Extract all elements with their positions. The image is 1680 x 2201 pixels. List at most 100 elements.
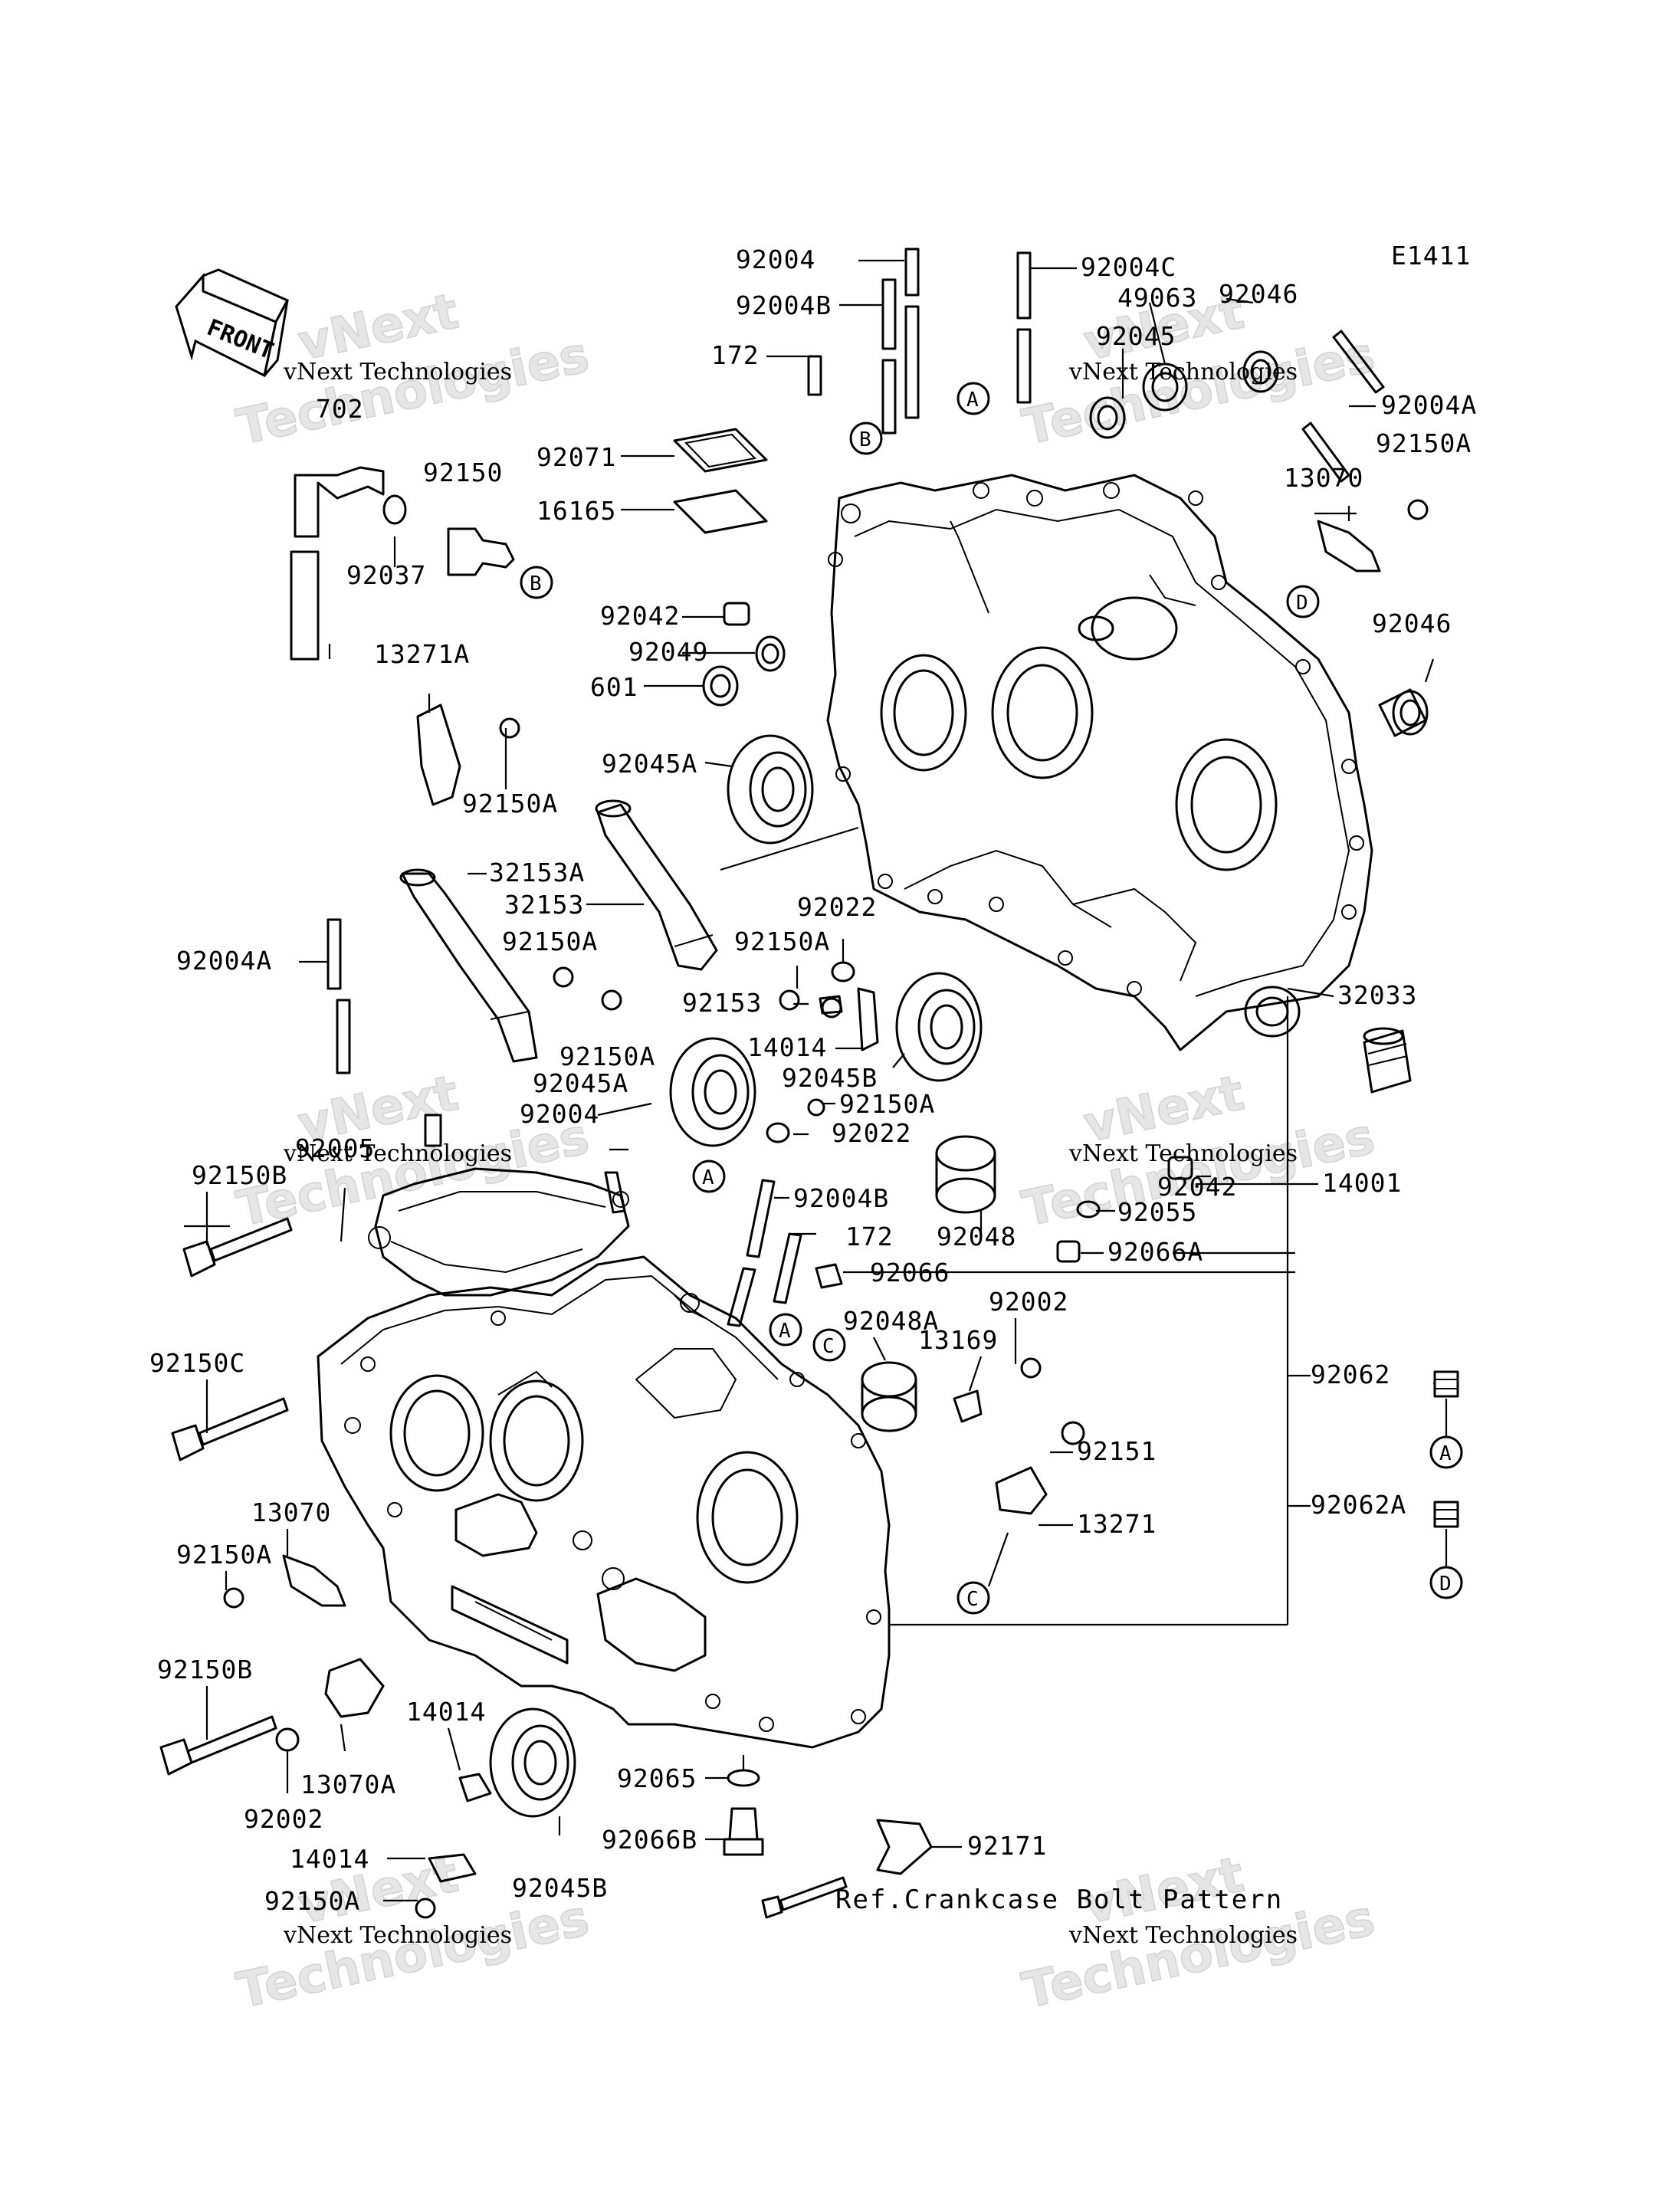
part-label: 49063 — [1117, 283, 1197, 313]
part-label: 92046 — [1219, 279, 1298, 309]
part-label: 92048 — [937, 1222, 1016, 1251]
part-label: 92004A — [1381, 390, 1477, 420]
plug-92062A — [1433, 1501, 1459, 1528]
plate-13070A — [324, 1658, 385, 1718]
part-label: 92045A — [533, 1068, 628, 1098]
bolt-92150 — [447, 527, 515, 576]
part-label: 172 — [711, 340, 760, 370]
watermark-group-bottom-right: Technologies vNext vNext Technologies — [1017, 1846, 1380, 2021]
bracket-13070-right — [1317, 520, 1381, 572]
callout-C-lower: C — [812, 1328, 846, 1362]
part-label: 92045 — [1096, 321, 1176, 351]
clip-92037 — [382, 494, 407, 525]
part-label: 13271 — [1077, 1509, 1157, 1539]
plate-14014 — [428, 987, 879, 1883]
callout-C-right: C — [956, 1581, 990, 1615]
part-label: 92004B — [793, 1183, 889, 1213]
stud-92004-mid — [604, 1171, 626, 1214]
part-label: 92171 — [967, 1831, 1047, 1861]
watermark-company: vNext Technologies — [1068, 1140, 1298, 1167]
bolt-92150C — [171, 1397, 289, 1461]
part-label: 92022 — [832, 1118, 911, 1148]
bushing-92048A — [861, 1361, 917, 1432]
diagram-code: E1411 — [1391, 241, 1471, 271]
part-label: 92150B — [157, 1655, 253, 1684]
bearing-92045B-upper — [895, 972, 983, 1082]
part-label: 92005 — [295, 1133, 375, 1163]
part-label: 92150A — [734, 927, 830, 956]
callout-letter: B — [530, 572, 542, 595]
part-label: 92150A — [1376, 428, 1472, 458]
part-label: 92045B — [512, 1873, 608, 1903]
callout-letter: C — [822, 1335, 835, 1358]
bearing-92045A-upper — [727, 734, 814, 845]
stud-92004A-right — [1301, 330, 1385, 483]
drain-plug-92066B — [723, 1807, 764, 1856]
part-label: 92004A — [176, 946, 272, 976]
bolt-92150B-lower — [159, 1715, 277, 1776]
plug-92066A — [1056, 1240, 1081, 1263]
bearing-92045-top — [1089, 396, 1126, 439]
part-label: 92150A — [176, 1540, 272, 1570]
guide-92171 — [876, 1819, 933, 1875]
cover-13271 — [995, 1466, 1048, 1515]
callout-letter: C — [966, 1588, 979, 1611]
part-label: 92042 — [600, 601, 680, 631]
callout-letter: D — [1296, 592, 1308, 615]
bearing-92045B-lower — [489, 1707, 576, 1818]
o-ring-92055 — [1076, 1200, 1101, 1219]
part-label: 92150A — [839, 1089, 935, 1119]
part-label: 14001 — [1322, 1168, 1402, 1198]
part-label: 92150C — [149, 1348, 245, 1378]
oil-pipe-32153A — [399, 868, 538, 1063]
part-label: 32033 — [1337, 980, 1417, 1010]
plug-92062 — [1433, 1370, 1459, 1398]
watermark-company: vNext Technologies — [283, 1922, 512, 1949]
gasket-92071 — [673, 428, 768, 473]
part-label: 92066B — [602, 1825, 697, 1855]
upper-crankcase-half — [826, 474, 1373, 1051]
callout-letter: D — [1439, 1573, 1452, 1596]
part-label: 92066 — [870, 1258, 950, 1287]
callout-B-left: B — [520, 566, 553, 599]
watermark-group-top-right: Technologies vNext vNext Technologies — [1017, 283, 1380, 458]
stud-92004C — [1016, 251, 1032, 404]
part-label: 92150A — [559, 1041, 655, 1071]
part-label: 13070A — [300, 1770, 396, 1799]
part-label: 702 — [316, 394, 364, 424]
bushing-92048 — [935, 1135, 996, 1214]
bracket-13169 — [953, 1389, 983, 1423]
part-label: 92004 — [736, 244, 815, 274]
part-label: 92004 — [520, 1099, 599, 1129]
callout-A-top: A — [956, 382, 990, 415]
part-label: 92150 — [423, 458, 503, 487]
reference-note: Ref.Crankcase Bolt Pattern — [835, 1884, 1283, 1915]
bearing-92045A-lower — [669, 1037, 756, 1147]
part-label: 92004B — [736, 290, 832, 320]
lower-crankcase-half — [317, 1255, 891, 1749]
callout-letter: A — [1439, 1442, 1452, 1465]
callout-B-top: B — [849, 422, 883, 455]
part-label: 172 — [845, 1222, 894, 1251]
part-label: 92066A — [1107, 1237, 1203, 1267]
seal-92049 — [755, 635, 786, 672]
part-label: 13271A — [374, 639, 470, 669]
watermark-company: vNext Technologies — [283, 1140, 512, 1167]
part-label: 92150A — [502, 927, 598, 956]
washer-92022 — [766, 961, 855, 1143]
bolt-ref-pattern — [761, 1876, 848, 1919]
stud-172-top — [807, 355, 822, 396]
part-label: 14014 — [747, 1032, 827, 1062]
bracket-13070-left — [282, 1554, 346, 1607]
part-label: 92022 — [797, 892, 877, 922]
part-label: 14014 — [406, 1697, 486, 1727]
stud-172-mid — [773, 1232, 802, 1304]
oil-pipe-32153 — [595, 799, 718, 971]
plug-92066 — [815, 1263, 843, 1289]
part-label: 92150A — [462, 789, 558, 818]
callout-D-top: D — [1286, 585, 1320, 618]
stud-92004B-mid — [727, 1179, 776, 1327]
stud-92004B-top — [881, 278, 897, 435]
